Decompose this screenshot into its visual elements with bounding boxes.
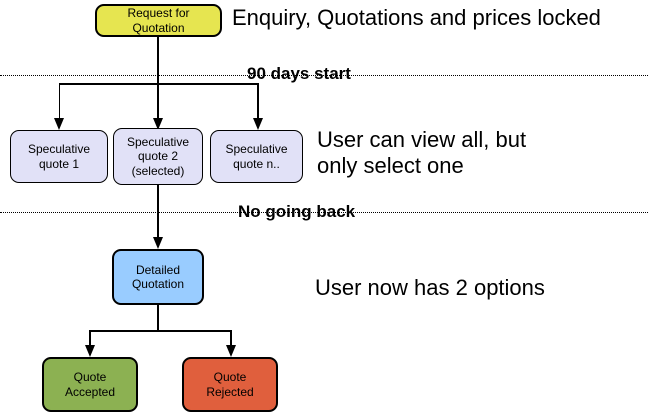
- arrow-down-icon: [85, 345, 95, 357]
- separator-line-90-days: [0, 75, 648, 76]
- node-speculative-quote-n: Speculative quote n..: [210, 130, 303, 183]
- arrow-down-icon: [253, 118, 263, 130]
- node-speculative-quote-1: Speculative quote 1: [10, 130, 108, 183]
- arrow-down-icon: [54, 118, 64, 130]
- node-label: Speculative quote 1: [27, 142, 91, 171]
- edge-branch-horizontal-bottom: [89, 330, 232, 332]
- arrow-down-icon: [226, 345, 236, 357]
- arrow-down-icon: [153, 118, 163, 130]
- node-request-for-quotation: Request for Quotation: [95, 4, 222, 37]
- edge-branch-to-rejected: [230, 330, 232, 345]
- edge-spec2-to-detailed: [157, 185, 159, 237]
- annotation-user-two-options: User now has 2 options: [315, 275, 545, 300]
- edge-branch-to-spec2: [157, 83, 159, 118]
- edge-request-to-branch: [157, 37, 159, 84]
- arrow-down-icon: [153, 237, 163, 249]
- node-quote-accepted: Quote Accepted: [42, 357, 138, 412]
- node-label: Quote Rejected: [206, 370, 254, 399]
- separator-label-no-going-back: No going back: [238, 202, 356, 221]
- edge-branch-to-accepted: [89, 330, 91, 345]
- edge-branch-to-spec3: [257, 83, 259, 118]
- node-speculative-quote-2-selected: Speculative quote 2 (selected): [113, 128, 203, 185]
- annotation-user-can-view-all: User can view all, but only select one: [317, 127, 527, 179]
- node-quote-rejected: Quote Rejected: [182, 357, 278, 412]
- edge-detailed-to-branch: [157, 305, 159, 330]
- node-detailed-quotation: Detailed Quotation: [112, 249, 204, 305]
- node-label: Detailed Quotation: [131, 262, 185, 291]
- node-label: Speculative quote n..: [225, 142, 288, 171]
- node-label: Speculative quote 2 (selected): [126, 135, 190, 178]
- separator-line-no-going-back: [0, 212, 648, 213]
- node-label: Quote Accepted: [64, 370, 116, 399]
- annotation-enquiry-quotations: Enquiry, Quotations and prices locked: [232, 5, 601, 30]
- node-label: Request for Quotation: [127, 6, 190, 35]
- edge-branch-to-spec1: [58, 83, 60, 118]
- separator-label-90-days-start: 90 days start: [247, 64, 351, 83]
